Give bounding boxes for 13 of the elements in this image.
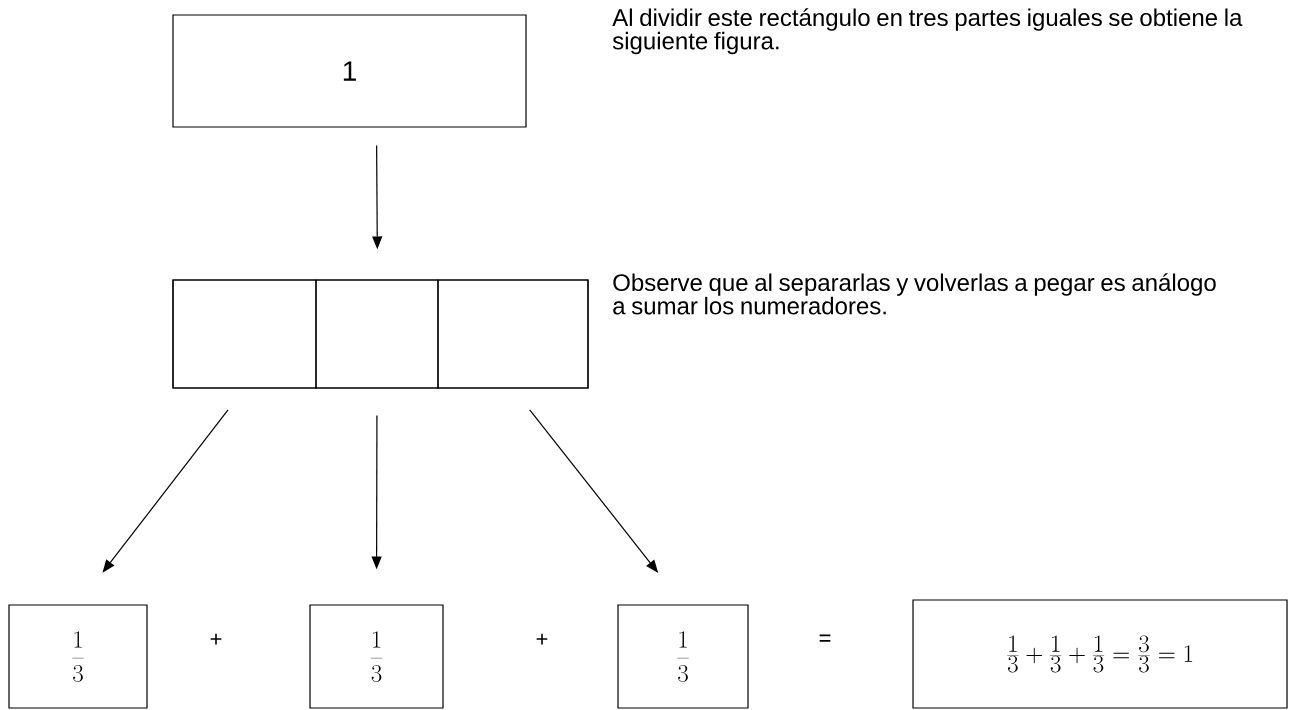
plus-sign: + bbox=[210, 633, 222, 645]
third-cell bbox=[172, 279, 317, 389]
note-text: Observe que al separarlas y volverlas a pegar es análogo a sumar los numeradores. bbox=[613, 273, 1216, 315]
equals-sign: = bbox=[819, 634, 831, 642]
sum-box: $\frac{1}{3}+\frac{1}{3}+\frac{1}{3}=\frac{3}{3}= 1$ bbox=[912, 599, 1288, 709]
third-cell bbox=[437, 279, 589, 389]
fraction-box: $\frac{1}{3}$ bbox=[617, 604, 749, 709]
fraction-box: $\frac{1}{3}$ bbox=[8, 604, 148, 709]
whole-rectangle: 1 bbox=[172, 14, 527, 128]
plus-sign: + bbox=[536, 633, 548, 645]
third-cell bbox=[315, 279, 439, 389]
fraction-box: $\frac{1}{3}$ bbox=[309, 604, 444, 709]
note-text: Al dividir este rectángulo en tres partes iguales se obtiene la siguiente figura. bbox=[612, 8, 1243, 55]
